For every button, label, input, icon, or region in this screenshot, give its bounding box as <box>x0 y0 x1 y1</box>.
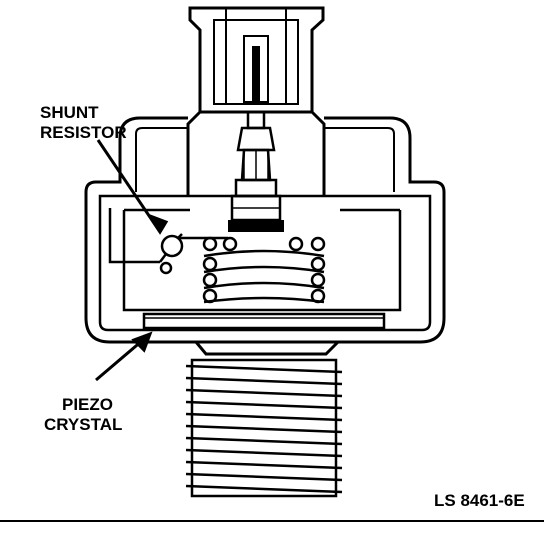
inner-cavity <box>122 208 402 312</box>
shunt-resistor <box>159 233 184 275</box>
shunt-resistor-leader <box>96 139 169 235</box>
piezo-crystal-label-line2: CRYSTAL <box>44 415 122 434</box>
piezo-crystal-plate <box>142 312 386 330</box>
piezo-crystal-leader <box>95 331 153 382</box>
piezo-crystal-label-line1: PIEZO <box>62 395 113 414</box>
terminal-post <box>228 110 284 232</box>
sensor-shoulder <box>84 116 446 344</box>
shunt-resistor-label-line2: RESISTOR <box>40 123 127 142</box>
shunt-wire <box>108 208 228 264</box>
threaded-stud <box>185 358 343 498</box>
figure-code: LS 8461-6E <box>434 491 525 510</box>
sensor-base <box>194 340 340 356</box>
connector-housing <box>186 6 326 196</box>
shunt-resistor-label-line1: SHUNT <box>40 103 99 122</box>
spring <box>202 236 326 304</box>
